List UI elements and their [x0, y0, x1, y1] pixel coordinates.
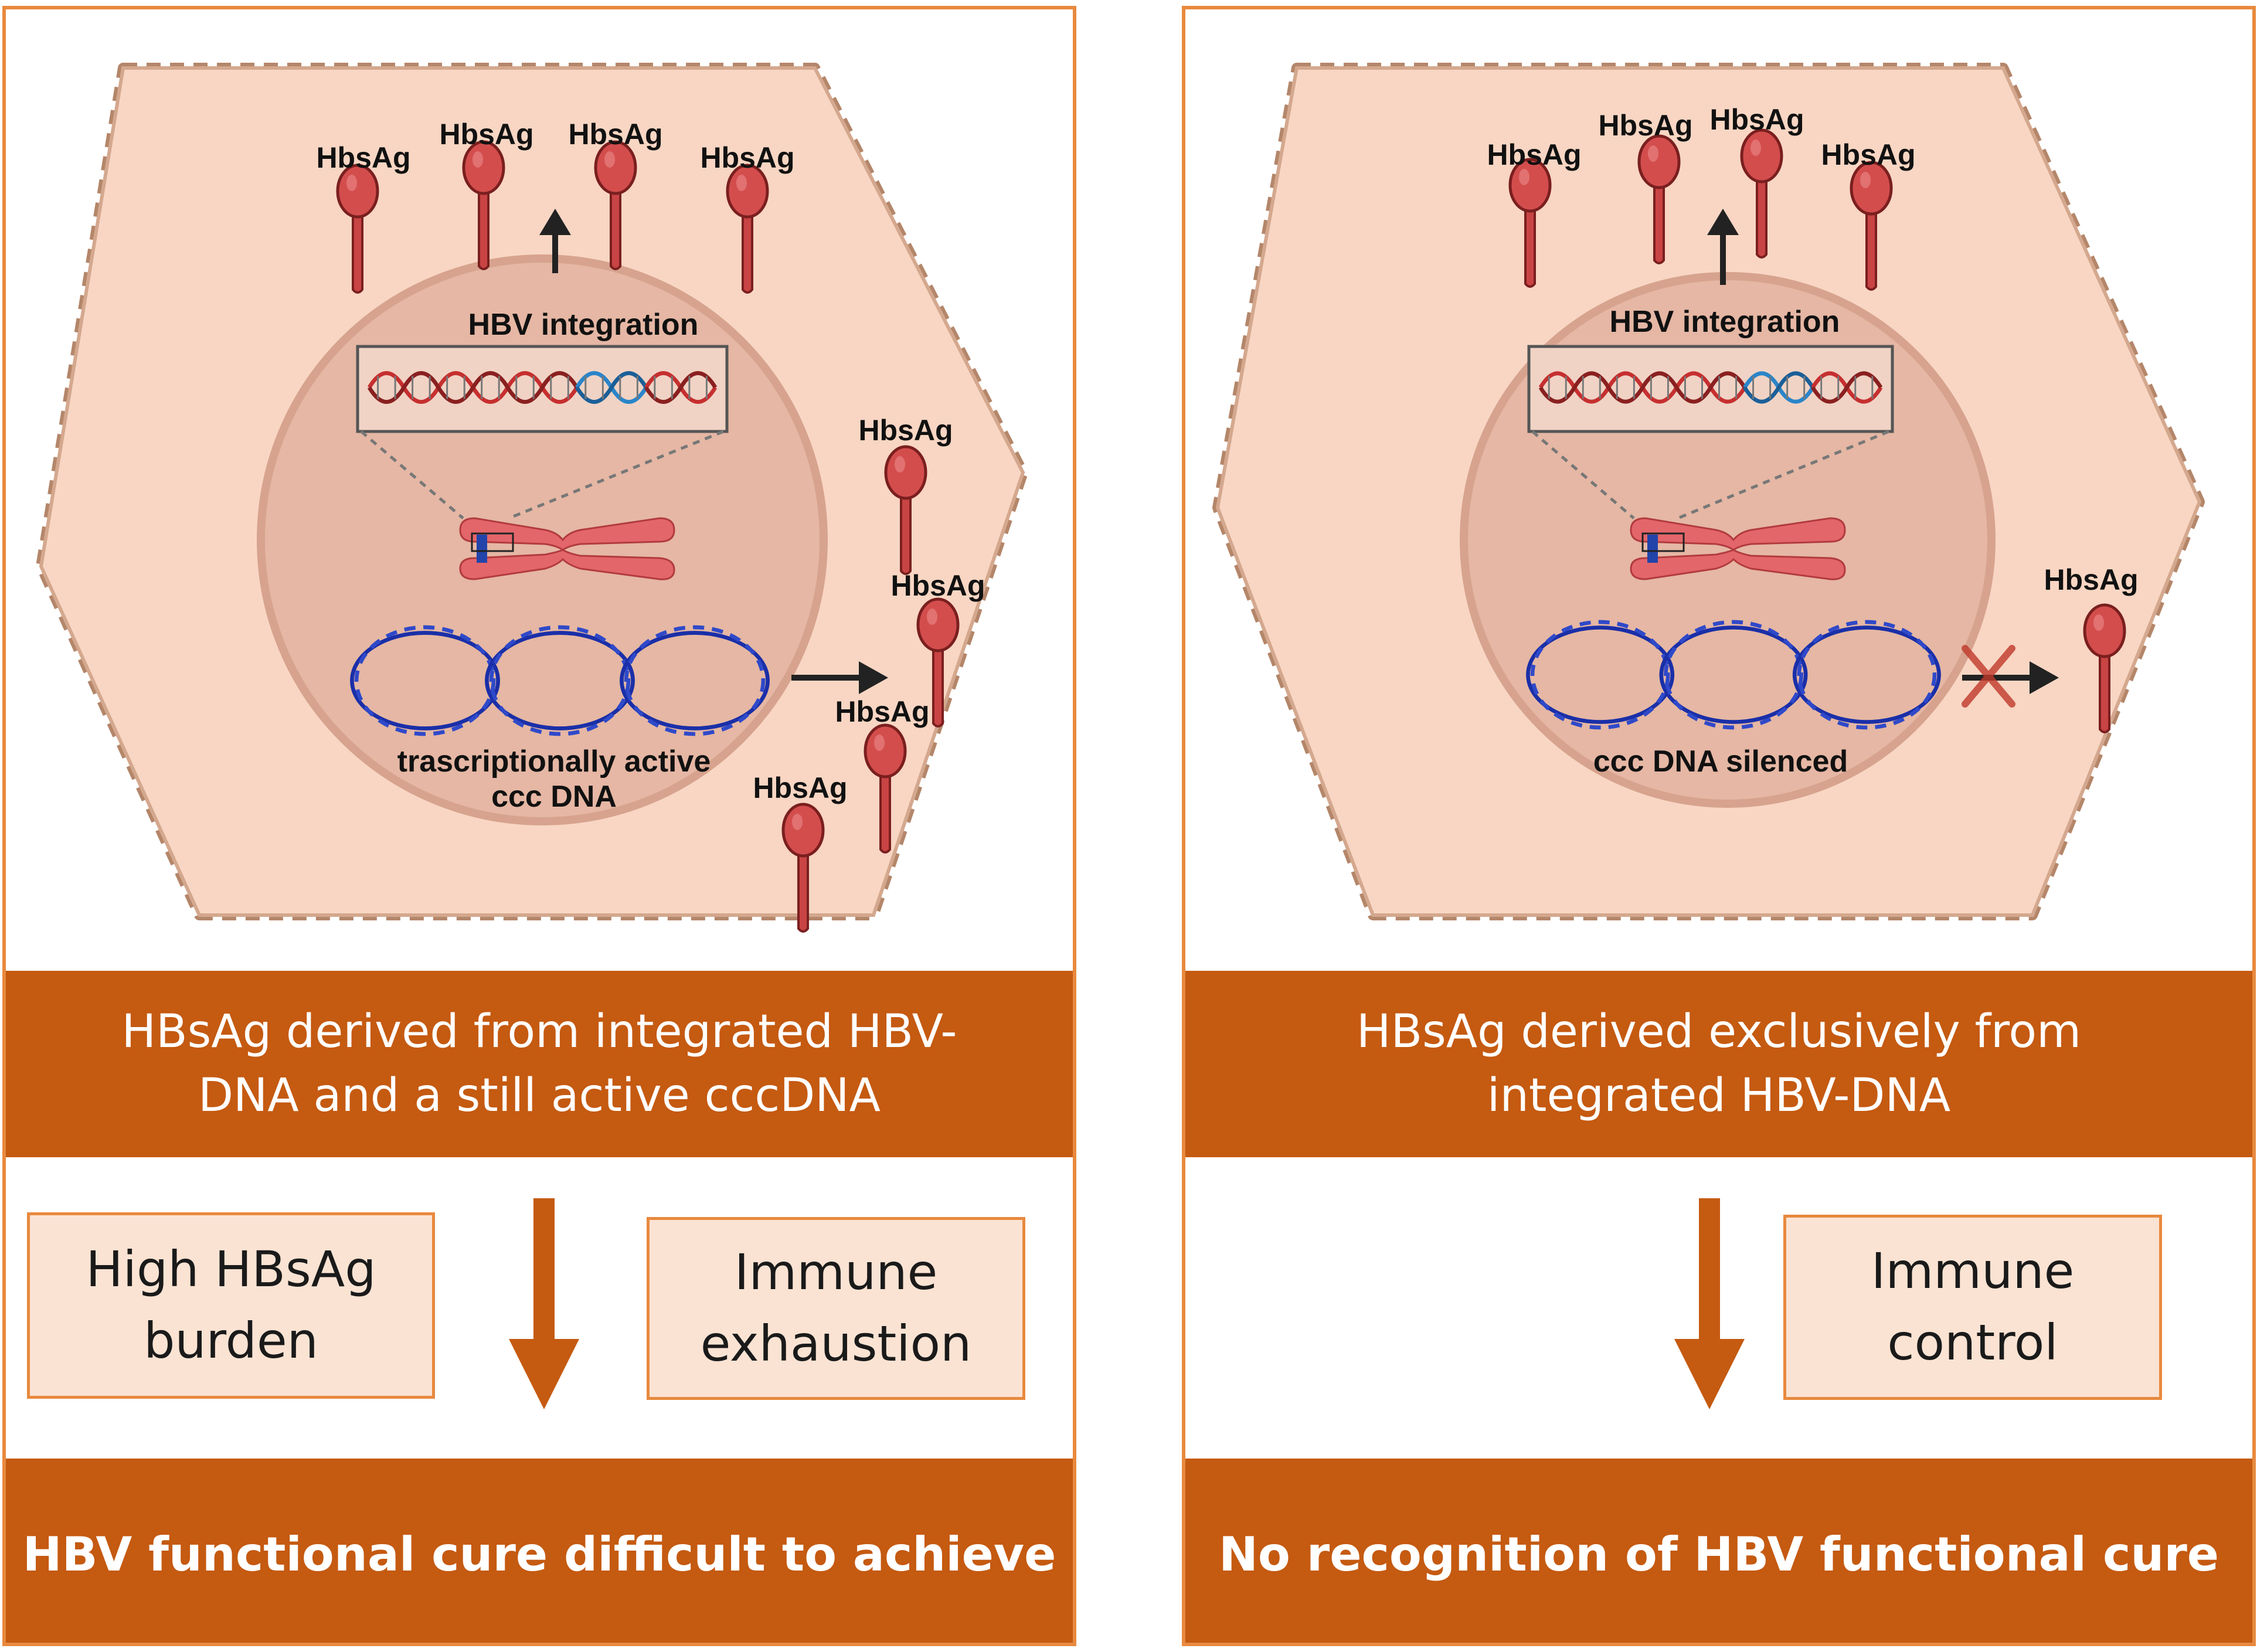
hbsag-label: HbsAg	[700, 141, 794, 174]
outcome-banner: No recognition of HBV functional cure	[1185, 1459, 2252, 1643]
immune-exhaustion-box: Immune exhaustion	[647, 1217, 1025, 1400]
right-arrow-icon	[2030, 661, 2059, 694]
down-arrow-icon	[509, 1198, 579, 1409]
right-arrow-icon	[859, 661, 888, 694]
hbsag-label: HbsAg	[568, 118, 662, 151]
immune-control-box: Immune control	[1783, 1215, 2162, 1400]
cccdna-label: trascriptionally active	[397, 745, 711, 779]
hbsag-label: HbsAg	[1598, 109, 1692, 142]
hbsag-label: HbsAg	[1821, 138, 1915, 171]
hbsag-label: HbsAg	[890, 569, 985, 602]
hbsag-label: HbsAg	[439, 118, 533, 151]
integration-label: HBV integration	[1610, 305, 1840, 339]
right-cell-illustration: HbsAg HbsAg HbsAg HbsAg HbsAg HBV integr…	[1212, 63, 2205, 920]
left-cell-illustration: HbsAg HbsAg HbsAg HbsAg HbsAg HbsAg HbsA…	[36, 63, 1028, 971]
outcome-banner: HBV functional cure difficult to achieve	[6, 1459, 1073, 1643]
derivation-banner: HBsAg derived exclusively from integrate…	[1185, 971, 2252, 1157]
derivation-banner: HBsAg derived from integrated HBV- DNA a…	[6, 971, 1073, 1157]
cccdna-label: ccc DNA silenced	[1593, 745, 1848, 779]
hbsag-label: HbsAg	[1487, 138, 1581, 171]
hbsag-label: HbsAg	[1709, 103, 1804, 136]
up-arrow-icon	[1707, 209, 1739, 235]
hbsag-label: HbsAg	[2044, 563, 2138, 596]
up-arrow-icon	[539, 209, 571, 235]
right-panel: HbsAg HbsAg HbsAg HbsAg HbsAg HBV integr…	[1182, 6, 2256, 1646]
hbsag-label: HbsAg	[835, 695, 929, 728]
integration-label: HBV integration	[468, 308, 699, 342]
hbsag-label: HbsAg	[753, 771, 847, 804]
high-hbsag-burden-box: High HBsAg burden	[27, 1212, 435, 1399]
down-arrow-icon	[1674, 1198, 1745, 1409]
left-panel: HbsAg HbsAg HbsAg HbsAg HbsAg HbsAg HbsA…	[2, 6, 1076, 1646]
hbsag-label: HbsAg	[316, 141, 410, 174]
cccdna-label: ccc DNA	[491, 780, 617, 814]
blocked-x-icon	[1962, 645, 2015, 708]
hbsag-label: HbsAg	[858, 414, 953, 447]
